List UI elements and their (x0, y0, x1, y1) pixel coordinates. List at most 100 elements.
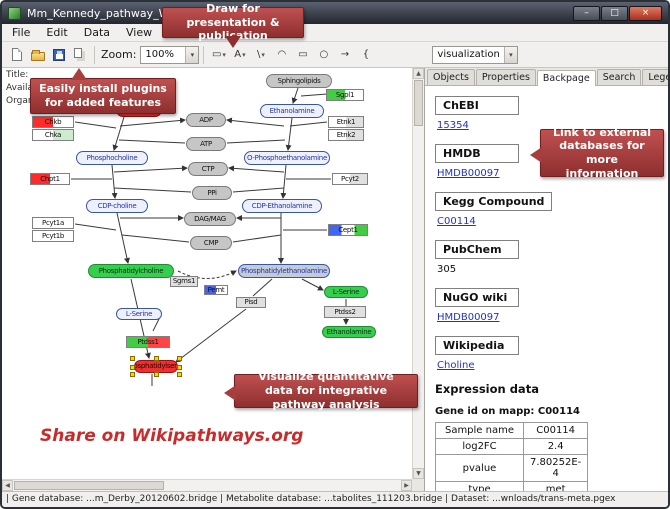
selection-handle[interactable] (177, 372, 182, 377)
node-ppi[interactable]: PPi (192, 186, 232, 200)
menu-data[interactable]: Data (83, 26, 110, 39)
tab-legend[interactable]: Legend (642, 69, 668, 85)
copy-button[interactable] (70, 45, 89, 64)
node-pisd[interactable]: Pisd (236, 297, 266, 308)
vertical-scroll-thumb[interactable] (414, 80, 423, 126)
backpage-link[interactable]: HMDB00097 (437, 312, 500, 323)
selection-handle[interactable] (177, 356, 182, 361)
scrollbar-corner (412, 479, 424, 491)
backpage-section-header: HMDB (435, 144, 519, 163)
label-tool-button[interactable]: A▾ (230, 45, 249, 64)
new-file-button[interactable] (7, 45, 26, 64)
node-ptdss2[interactable]: Ptdss2 (324, 306, 366, 318)
scroll-up-icon[interactable]: ▲ (413, 68, 424, 79)
selection-handle[interactable] (130, 372, 135, 377)
pathway-edge (280, 164, 287, 199)
minimize-button[interactable]: – (573, 5, 600, 21)
chevron-down-icon: ▾ (261, 50, 265, 59)
save-file-button[interactable] (49, 45, 68, 64)
horizontal-scroll-thumb[interactable] (14, 481, 164, 490)
menu-file[interactable]: File (12, 26, 31, 39)
node-cdp-choline[interactable]: CDP-choline (86, 199, 148, 213)
node-sphingolipids[interactable]: Sphingolipids (266, 74, 332, 88)
open-file-button[interactable] (28, 45, 47, 64)
node-cept1[interactable]: Cept1 (328, 224, 368, 236)
node-chpt1[interactable]: Chpt1 (30, 173, 70, 185)
toolbar-separator (203, 45, 205, 64)
node-pemt[interactable]: Pemt (204, 285, 228, 295)
backpage-link[interactable]: C00114 (437, 216, 476, 227)
node-sgms1[interactable]: Sgms1 (170, 276, 198, 287)
pathway-edge (252, 278, 273, 297)
line-tool-button[interactable]: \▾ (251, 45, 270, 64)
selection-handle[interactable] (154, 356, 159, 361)
node-ethanolamine[interactable]: Ethanolamine (322, 326, 376, 338)
node-l-serine[interactable]: L-Serine (324, 286, 368, 298)
selection-handle[interactable] (130, 364, 135, 370)
node-pcyt1a[interactable]: Pcyt1a (32, 217, 74, 229)
node-chkb[interactable]: Chkb (32, 116, 74, 128)
node-phosphatidylethanolamine[interactable]: Phosphatidylethanolamine (238, 264, 330, 278)
chevron-down-icon[interactable]: ▾ (185, 46, 199, 63)
node-ctp[interactable]: CTP (188, 162, 228, 176)
arc-tool-button[interactable]: ◠ (272, 45, 291, 64)
tab-properties[interactable]: Properties (475, 69, 536, 85)
ellipse-tool-icon: ○ (319, 49, 329, 60)
node-adp[interactable]: ADP (186, 113, 226, 127)
backpage-value: 305 (437, 264, 457, 275)
maximize-button[interactable]: □ (601, 5, 628, 21)
node-atp[interactable]: ATP (186, 137, 226, 151)
tab-objects[interactable]: Objects (427, 69, 475, 85)
node-pcyt1b[interactable]: Pcyt1b (32, 230, 74, 242)
pathway-edge (121, 234, 190, 243)
node-etnk1[interactable]: Etnk1 (328, 116, 364, 128)
scroll-down-icon[interactable]: ▼ (413, 468, 424, 479)
pathway-edge (285, 117, 293, 151)
line-tool-icon: \ (256, 49, 261, 60)
scroll-left-icon[interactable]: ◀ (2, 480, 13, 491)
callout-link: Link to external databases for more info… (530, 126, 664, 180)
node-ptdss1[interactable]: Ptdss1 (126, 336, 170, 348)
brace-tool-button[interactable]: { (356, 45, 375, 64)
callout-visualize: Visualize quantitative data for integrat… (224, 370, 418, 411)
node-pcyt2[interactable]: Pcyt2 (332, 173, 368, 185)
menu-view[interactable]: View (126, 26, 153, 39)
backpage-link[interactable]: Choline (437, 360, 475, 371)
node-ethanolamine[interactable]: Ethanolamine (260, 104, 324, 118)
node-phosphocholine[interactable]: Phosphocholine (76, 151, 148, 165)
close-button[interactable]: × (629, 5, 662, 21)
callout-arrow-left (530, 147, 542, 163)
node-cmp[interactable]: CMP (190, 236, 232, 250)
selection-handle[interactable] (130, 356, 135, 361)
arrow-tool-button[interactable]: → (335, 45, 354, 64)
title-bar[interactable]: Mm_Kennedy_pathway_WP1771_45176.gpml –□× (2, 2, 668, 24)
tab-search[interactable]: Search (596, 69, 642, 85)
backpage-link[interactable]: HMDB00097 (437, 168, 500, 179)
node-chka[interactable]: Chka (32, 129, 74, 141)
menu-edit[interactable]: Edit (46, 26, 68, 39)
scroll-right-icon[interactable]: ▶ (401, 480, 412, 491)
datanode-tool-button[interactable]: ▭▾ (209, 45, 228, 64)
chevron-down-icon[interactable]: ▾ (503, 46, 517, 63)
node-dag-mag[interactable]: DAG/MAG (184, 212, 236, 226)
node-etnk2[interactable]: Etnk2 (328, 129, 364, 141)
canvas-vertical-scrollbar[interactable]: ▲ ▼ (412, 68, 424, 479)
selection-handle[interactable] (154, 372, 159, 377)
rectangle-tool-button[interactable]: ▭ (293, 45, 312, 64)
callout-visualize-text: Visualize quantitative data for integrat… (258, 370, 394, 411)
callout-plugins: Easily install plugins for added feature… (30, 68, 176, 114)
rectangle-tool-icon: ▭ (298, 49, 308, 60)
node-phosphatidylcholine[interactable]: Phosphatidylcholine (88, 264, 174, 278)
node-sgpl1[interactable]: Sgpl1 (326, 89, 364, 101)
canvas-horizontal-scrollbar[interactable]: ◀ ▶ (2, 479, 412, 491)
ellipse-tool-button[interactable]: ○ (314, 45, 333, 64)
backpage-link[interactable]: 15354 (437, 120, 469, 131)
node-cdp-ethanolamine[interactable]: CDP-Ethanolamine (242, 199, 322, 213)
selection-handle[interactable] (177, 364, 182, 370)
zoom-combo[interactable]: 100% ▾ (140, 45, 200, 64)
tab-backpage[interactable]: Backpage (536, 70, 596, 86)
visualization-combo[interactable]: visualization ▾ (432, 45, 518, 64)
node-l-serine[interactable]: L-Serine (116, 308, 162, 320)
node-o-phosphoethanolamine[interactable]: O-Phosphoethanolamine (244, 151, 330, 165)
